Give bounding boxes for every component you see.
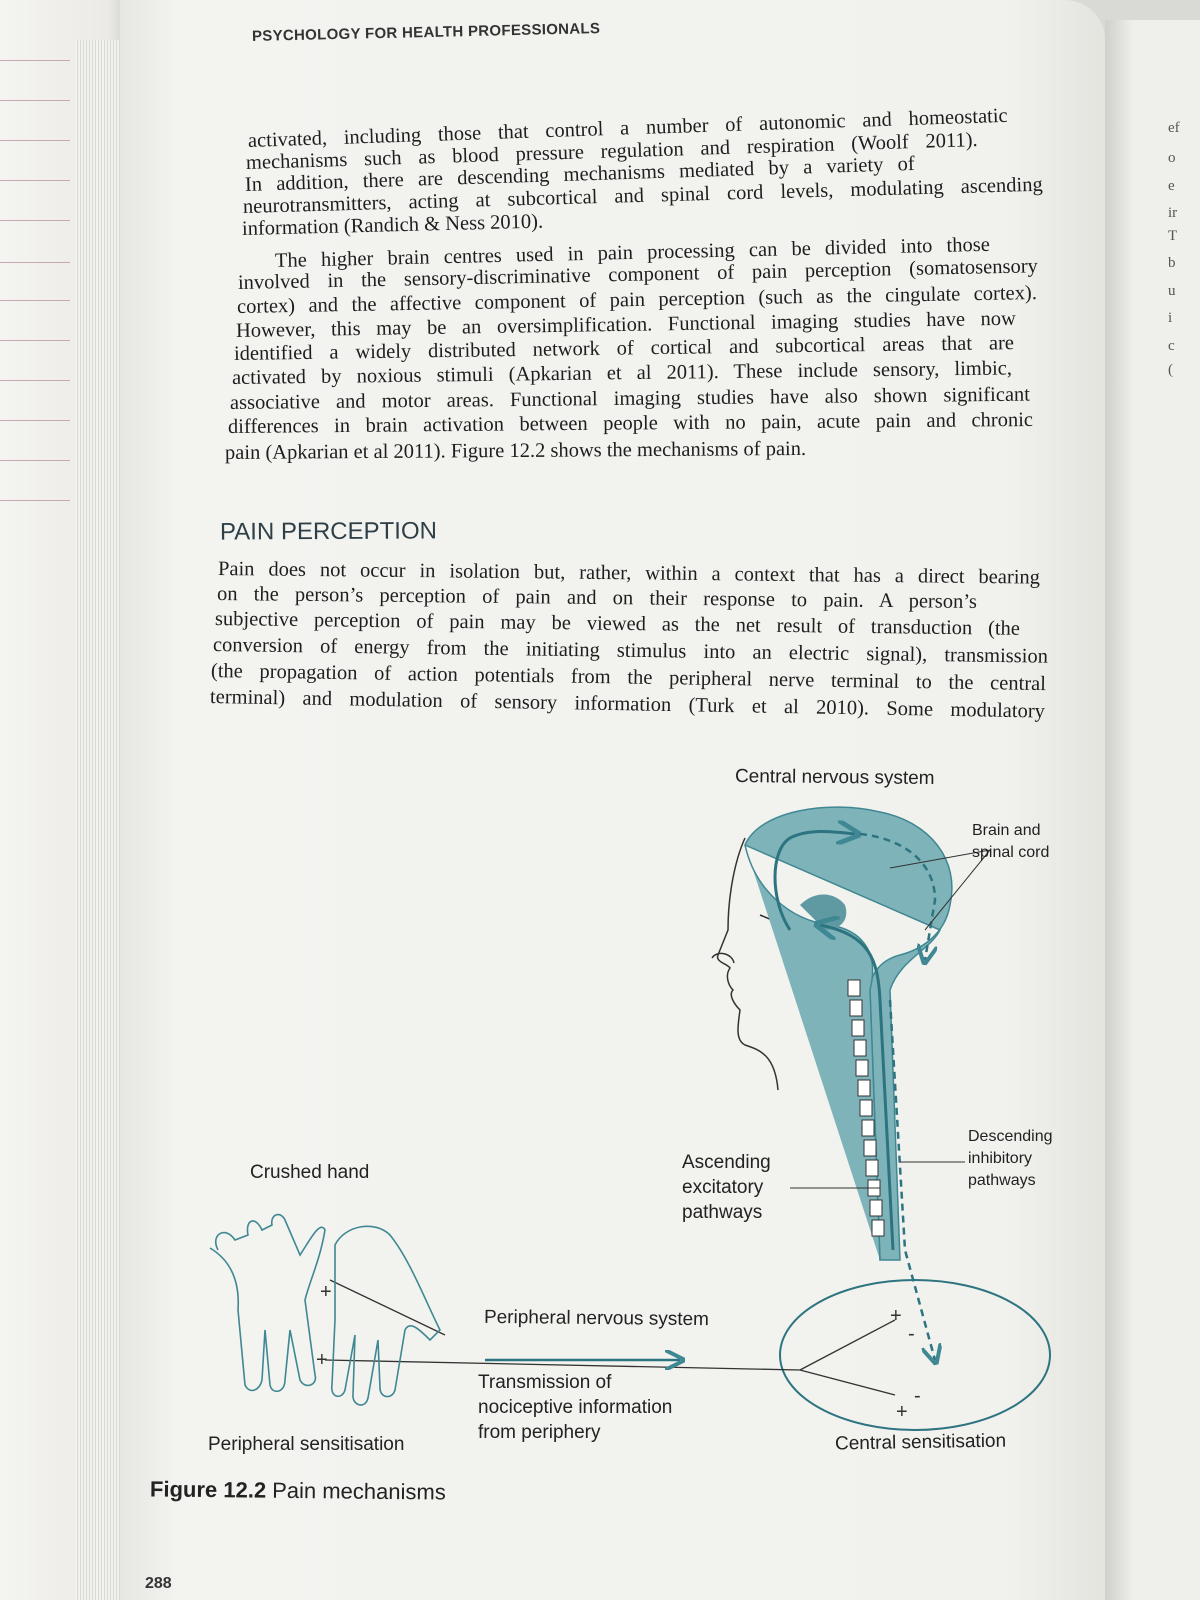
ascending-label-line: Ascending: [682, 1152, 771, 1173]
transmission-label-line: from periphery: [478, 1422, 601, 1443]
synapse-lines: [324, 1279, 896, 1396]
adjacent-page-letter: i: [1168, 310, 1173, 326]
adjacent-page-letter: o: [1168, 150, 1176, 166]
vertebrae-icon: [847, 979, 885, 1237]
head-outline-icon: [711, 837, 779, 1091]
svg-text:+: +: [320, 1281, 332, 1303]
cns-label: Central nervous system: [734, 765, 935, 790]
adjacent-page-letter: ef: [1168, 120, 1180, 136]
descending-label-line: inhibitory: [968, 1150, 1033, 1167]
caption-number: Figure 12.2: [149, 1476, 267, 1503]
descending-label: Descending inhibitory pathways: [968, 1126, 1053, 1192]
svg-text:+: +: [896, 1401, 908, 1423]
adjacent-page-letter: u: [1168, 283, 1176, 299]
peripheral-sensitisation-label: Peripheral sensitisation: [208, 1434, 405, 1455]
adjacent-page-letter: (: [1168, 362, 1173, 378]
svg-text:-: -: [914, 1385, 921, 1407]
caption-title: Pain mechanisms: [272, 1477, 446, 1505]
brain-spinal-label-line: spinal cord: [972, 844, 1050, 861]
adjacent-page-letter: T: [1168, 228, 1178, 244]
transmission-label-line: Transmission of: [478, 1372, 612, 1393]
ascending-pathway-arrow: [773, 832, 895, 1251]
right-page-edge: [1105, 20, 1200, 1600]
transmission-label-line: nociceptive information: [478, 1397, 673, 1418]
plus-minus-signs: +--+ ++: [316, 1281, 921, 1423]
descending-label-line: Descending: [968, 1128, 1053, 1145]
ascending-label: Ascending excitatory pathways: [682, 1150, 771, 1225]
brain-spinal-label: Brain and spinal cord: [972, 820, 1049, 864]
central-sensitisation-label: Central sensitisation: [834, 1430, 1007, 1455]
page-number: 288: [145, 1575, 172, 1592]
adjacent-page-letter: c: [1168, 338, 1175, 354]
descending-pathway-arrow: [859, 832, 935, 1360]
central-sensitisation-ellipse: [779, 1279, 1051, 1431]
adjacent-page-letter: ir: [1168, 205, 1178, 221]
svg-text:+: +: [316, 1349, 328, 1371]
brain-spinal-label-line: Brain and: [972, 822, 1041, 839]
svg-text:+: +: [890, 1305, 902, 1327]
ascending-label-line: pathways: [682, 1202, 763, 1223]
descending-label-line: pathways: [968, 1172, 1036, 1189]
transmission-label: Transmission of nociceptive information …: [478, 1370, 672, 1445]
crushed-hand-label: Crushed hand: [250, 1162, 370, 1183]
ascending-label-line: excitatory: [682, 1177, 764, 1198]
adjacent-page-letter: b: [1168, 255, 1176, 271]
svg-text:-: -: [908, 1323, 915, 1345]
leader-lines: [790, 849, 991, 1189]
hands-icon: [209, 1213, 441, 1406]
adjacent-page-letter: e: [1168, 178, 1175, 194]
pns-label: Peripheral nervous system: [483, 1306, 710, 1331]
book-page: [120, 0, 1105, 1600]
brain-icon: [744, 806, 953, 1261]
